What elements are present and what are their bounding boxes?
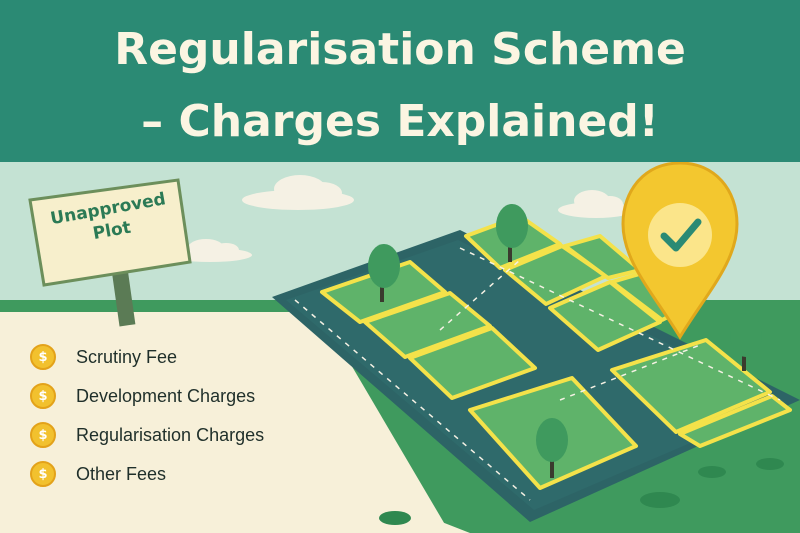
road-markings: [294, 247, 781, 501]
fee-list: $ Scrutiny Fee $ Development Charges $ R…: [30, 338, 264, 494]
list-item: $ Regularisation Charges: [30, 416, 264, 454]
tree-icon: [536, 418, 568, 478]
title-banner: [0, 0, 800, 162]
list-item: $ Development Charges: [30, 377, 264, 415]
bush-icon: [379, 458, 784, 525]
list-item: $ Scrutiny Fee: [30, 338, 264, 376]
fee-label: Development Charges: [76, 385, 256, 406]
fee-label: Scrutiny Fee: [76, 346, 178, 367]
illustration-scene: [0, 162, 800, 533]
cloud-icon: [242, 175, 354, 210]
location-pin-check-icon: [621, 162, 739, 340]
unapproved-plot-sign: [28, 178, 192, 327]
rupee-coin-icon: $: [30, 383, 56, 409]
list-item: $ Other Fees: [30, 455, 264, 493]
tree-icon: [496, 204, 528, 262]
tree-icon: [730, 313, 762, 371]
rupee-coin-icon: $: [30, 344, 56, 370]
page-title-line-1: Regularisation Scheme: [114, 24, 686, 75]
fee-label: Regularisation Charges: [76, 424, 265, 445]
layout-illustration: [0, 162, 800, 533]
fee-label: Other Fees: [76, 463, 167, 484]
cloud-icon: [558, 190, 634, 218]
page-title-line-2: – Charges Explained!: [141, 96, 659, 147]
rupee-coin-icon: $: [30, 422, 56, 448]
tree-icon: [368, 244, 400, 302]
rupee-coin-icon: $: [30, 461, 56, 487]
ground: [0, 312, 450, 533]
